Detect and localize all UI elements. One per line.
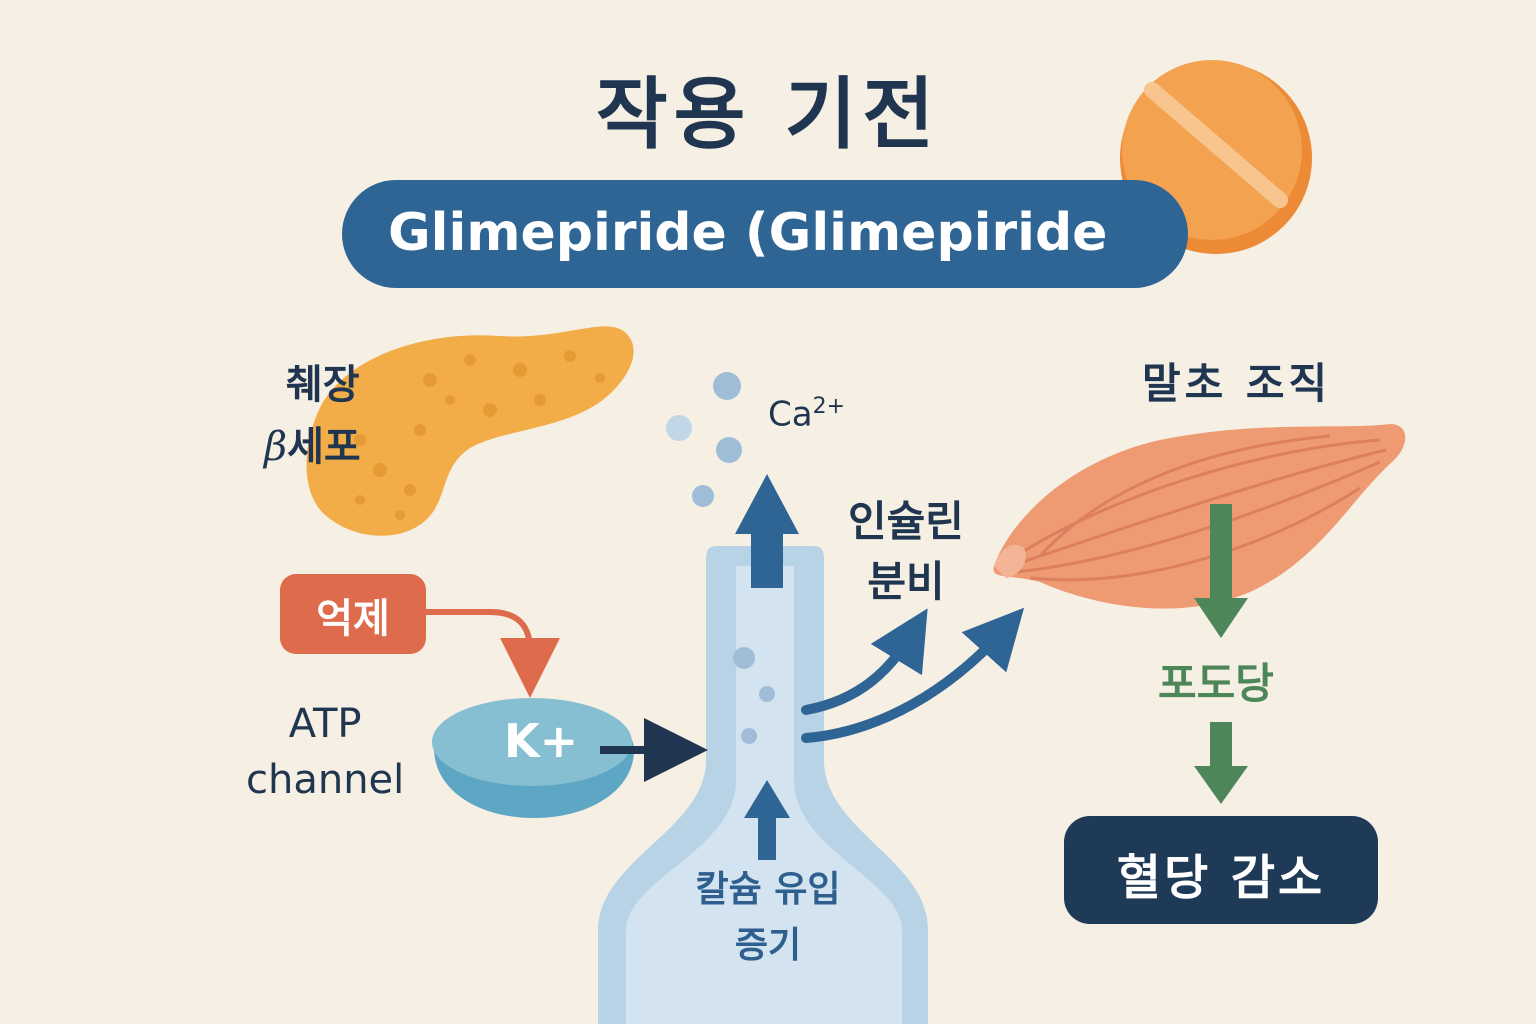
glucose-down-arrow-2 — [1194, 722, 1248, 804]
atp-label-line1: ATP — [246, 696, 404, 752]
calcium-influx-line2: 증기 — [648, 918, 888, 974]
calcium-ion-charge: 2+ — [813, 394, 845, 419]
potassium-ion-label: K+ — [504, 714, 578, 768]
pancreas-label: 췌장 β세포 — [286, 354, 361, 478]
vessel-bubble — [741, 728, 757, 744]
atp-channel-label: ATP channel — [246, 696, 404, 808]
inhibit-label: 억제 — [280, 586, 426, 644]
insulin-line2: 분비 — [848, 552, 964, 612]
glucose-label: 포도당 — [1158, 650, 1274, 711]
calcium-bubbles — [666, 372, 742, 507]
muscle-icon — [993, 424, 1405, 609]
calcium-ion-label: Ca2+ — [768, 394, 845, 434]
pancreas-label-line1: 췌장 — [286, 354, 361, 416]
vessel-bubble — [733, 647, 755, 669]
atp-label-line2: channel — [246, 752, 404, 808]
peripheral-tissue-label: 말초 조직 — [1142, 350, 1331, 411]
beta-symbol: β — [264, 424, 287, 470]
page-title: 작용 기전 — [0, 52, 1536, 164]
result-label: 혈당 감소 — [1064, 838, 1378, 908]
insulin-line1: 인슐린 — [848, 492, 964, 552]
insulin-secretion-label: 인슐린 분비 — [848, 492, 964, 612]
calcium-influx-line1: 칼슘 유입 — [648, 862, 888, 918]
inhibit-arrow — [426, 612, 530, 668]
pancreas-label-line2: β세포 — [264, 416, 361, 478]
vessel-bubble — [759, 686, 775, 702]
calcium-influx-label: 칼슘 유입 증기 — [648, 862, 888, 974]
calcium-ion-base: Ca — [768, 394, 813, 434]
beta-cell-text: 세포 — [287, 424, 361, 470]
drug-banner-text: Glimepiride (Glimepiride — [388, 203, 1107, 263]
